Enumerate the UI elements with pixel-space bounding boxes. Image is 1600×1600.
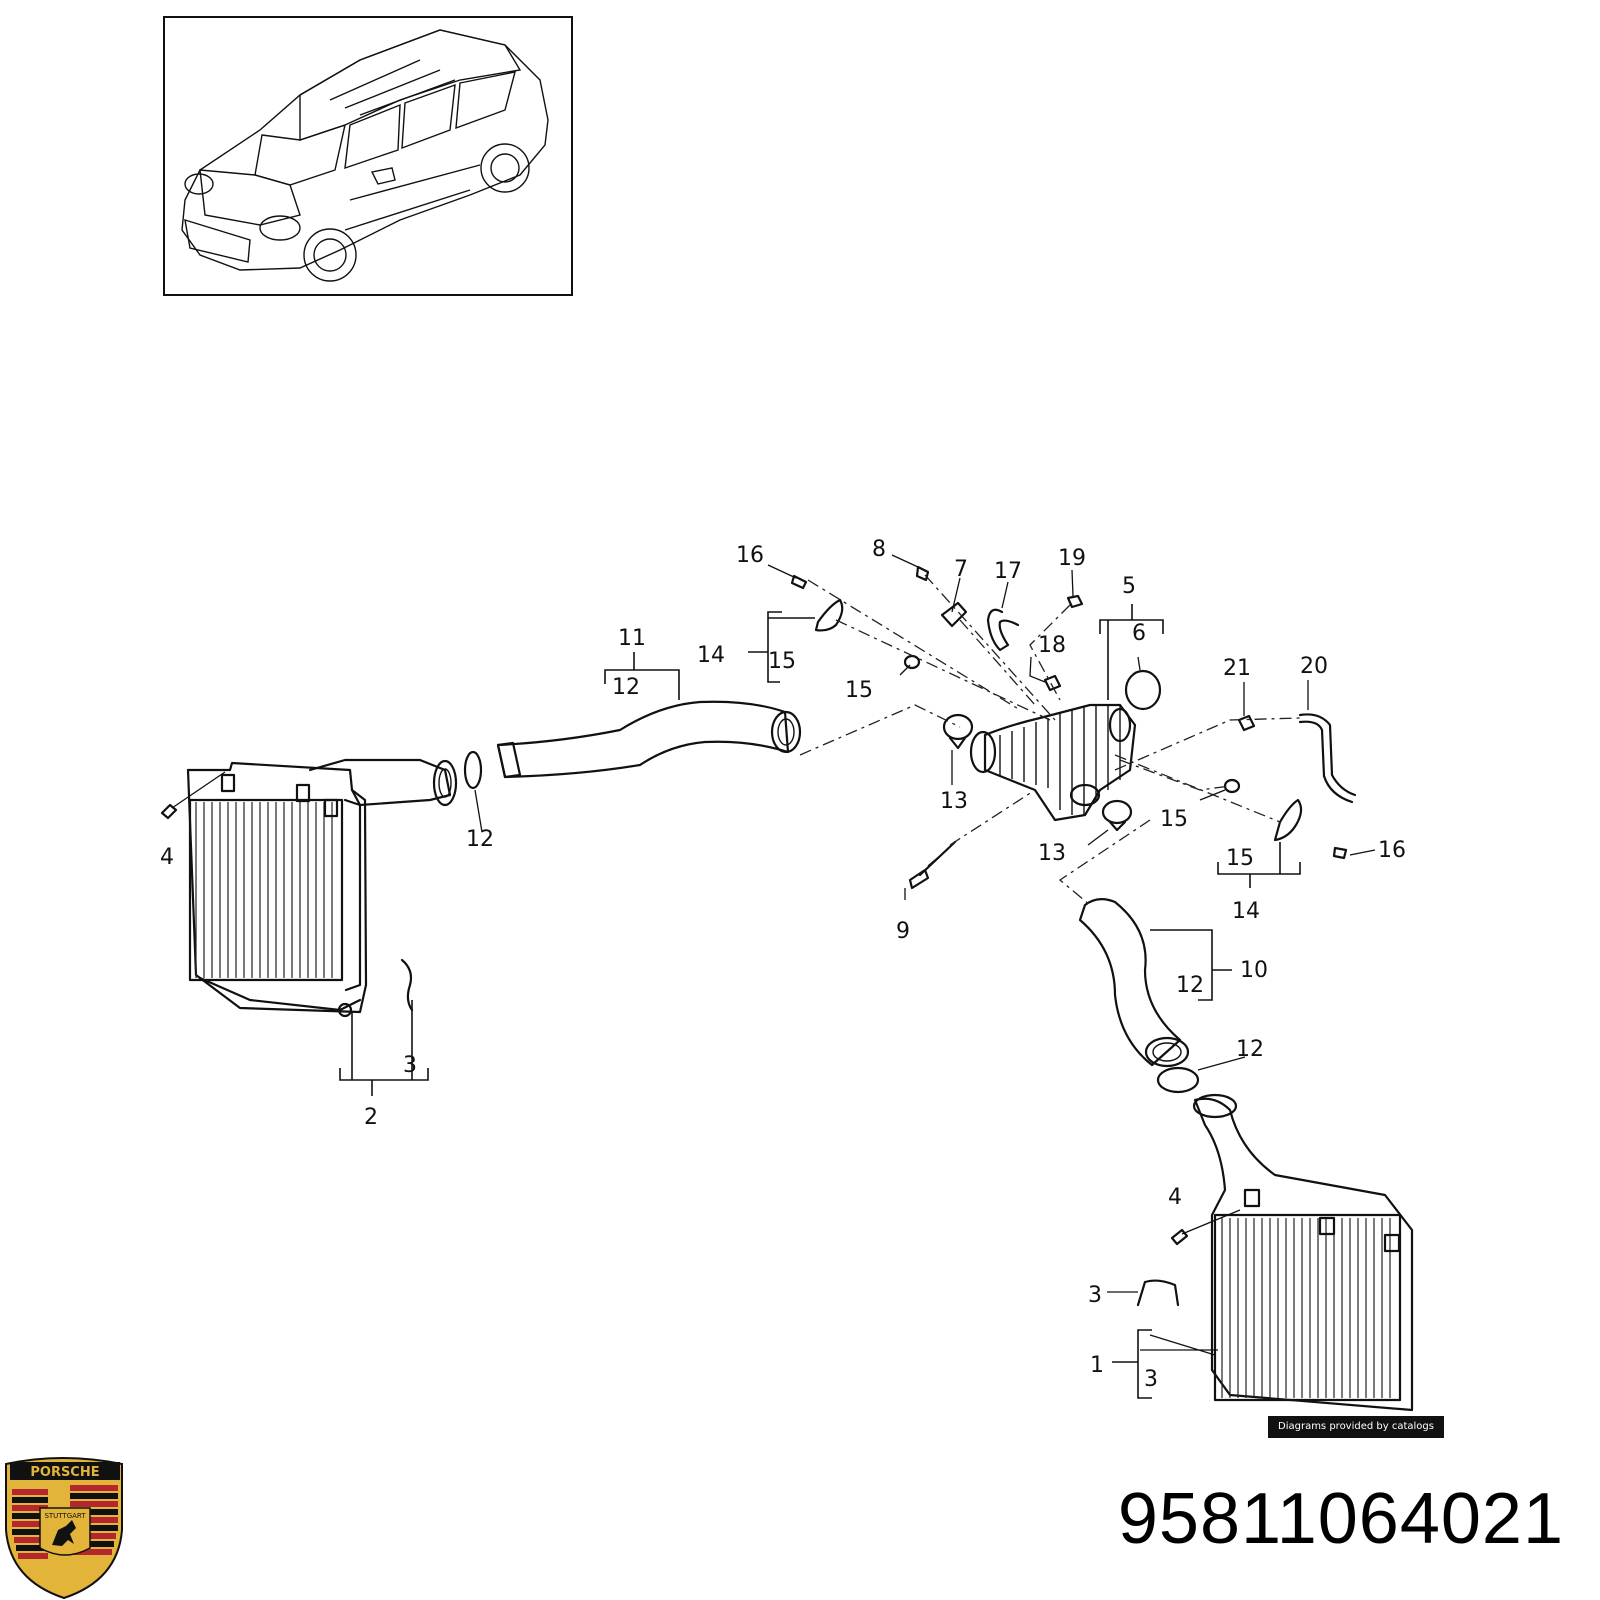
fitting-21 <box>1237 714 1256 732</box>
hose-17 <box>986 608 1020 652</box>
callout-16-right: 16 <box>1378 838 1406 863</box>
flange-left <box>814 598 844 632</box>
right-clip <box>1136 1279 1180 1307</box>
callouts: 16 8 7 17 19 5 6 18 11 12 14 15 15 21 20… <box>160 537 1406 1392</box>
fitting-18 <box>1043 674 1062 692</box>
callout-8: 8 <box>872 537 886 562</box>
o-ring-lower <box>1156 1066 1200 1094</box>
hose-20 <box>1298 713 1357 804</box>
callout-12-bracket-right: 12 <box>1176 973 1204 998</box>
svg-text:PORSCHE: PORSCHE <box>30 1465 99 1480</box>
callout-1: 1 <box>1090 1353 1104 1378</box>
bolt-16-left <box>790 574 808 590</box>
left-intercooler <box>186 758 458 1018</box>
callout-6: 6 <box>1132 621 1146 646</box>
callout-3-right-clip: 3 <box>1088 1283 1102 1308</box>
clamp-upper <box>942 713 974 741</box>
o-ring-6 <box>1124 669 1162 711</box>
porsche-crest-logo: PORSCHE STUTTGART <box>5 1457 123 1600</box>
hose-upper-left <box>496 700 802 779</box>
callout-13-lower: 13 <box>1038 841 1066 866</box>
callout-5: 5 <box>1122 574 1136 599</box>
callout-17: 17 <box>994 559 1022 584</box>
nut-19 <box>1066 594 1084 609</box>
callout-12-upper: 12 <box>612 675 640 700</box>
flange-right <box>1273 798 1303 842</box>
callout-13-upper: 13 <box>940 789 968 814</box>
callout-16-left: 16 <box>736 543 764 568</box>
callout-21: 21 <box>1223 656 1251 681</box>
part-number: 95811064021 <box>1117 1479 1564 1559</box>
callout-15-bracket-left: 15 <box>768 649 796 674</box>
callout-20: 20 <box>1300 654 1328 679</box>
svg-text:STUTTGART: STUTTGART <box>44 1512 86 1520</box>
right-intercooler <box>1192 1093 1414 1412</box>
left-bolt <box>160 771 226 820</box>
callout-3-left: 3 <box>403 1053 417 1078</box>
diagram-credit-watermark: Diagrams provided by catalogs parts <box>1268 1416 1444 1454</box>
callout-12-left: 12 <box>466 827 494 852</box>
callout-4-left: 4 <box>160 845 174 870</box>
vehicle-thumbnail <box>163 16 573 296</box>
bolt-16-right <box>1332 846 1348 860</box>
callout-7: 7 <box>954 557 968 582</box>
central-pipe-assembly <box>969 703 1137 822</box>
callout-14-right: 14 <box>1232 899 1260 924</box>
left-clip <box>400 958 414 1012</box>
callout-10: 10 <box>1240 958 1268 983</box>
callout-19: 19 <box>1058 546 1086 571</box>
o-ring-left <box>463 750 483 790</box>
hose-lower-right <box>1078 898 1190 1068</box>
callout-11: 11 <box>618 626 646 651</box>
o-ring-15-right <box>1223 778 1241 794</box>
callout-9: 9 <box>896 919 910 944</box>
o-ring-15-left <box>903 654 921 670</box>
callout-15-oring-left: 15 <box>845 678 873 703</box>
callout-14-left: 14 <box>697 643 725 668</box>
callout-4-right: 4 <box>1168 1185 1182 1210</box>
leader-lines <box>339 554 1376 1399</box>
clamp-lower <box>1101 799 1133 825</box>
callout-3-right-bracket: 3 <box>1144 1367 1158 1392</box>
callout-15-oring-right: 15 <box>1160 807 1188 832</box>
callout-12-lower: 12 <box>1236 1037 1264 1062</box>
connection-lines <box>799 574 1301 906</box>
bolt-9 <box>908 840 957 890</box>
callout-15-bracket-right: 15 <box>1226 846 1254 871</box>
callout-18: 18 <box>1038 633 1066 658</box>
callout-2: 2 <box>364 1105 378 1130</box>
bolt-8 <box>915 565 930 582</box>
right-bolt <box>1170 1228 1189 1246</box>
